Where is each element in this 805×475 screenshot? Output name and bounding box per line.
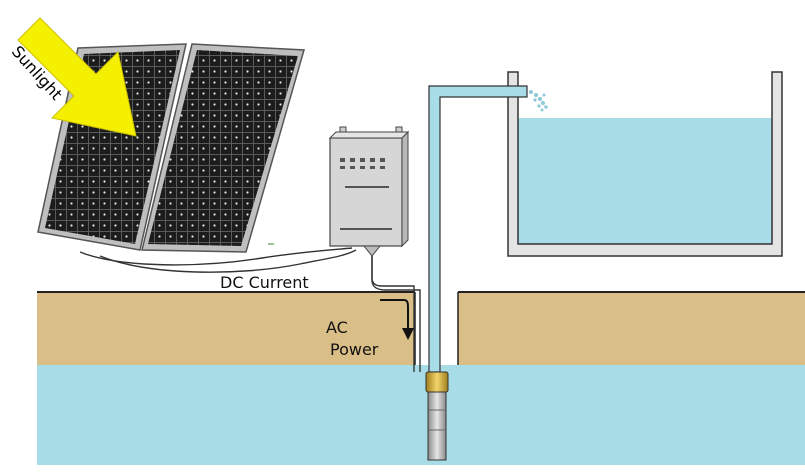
ac-power-label-line2: Power [330, 340, 379, 359]
dc-current-label: DC Current [220, 273, 309, 292]
sunlight-arrow [17, 17, 137, 137]
soil-left [37, 292, 415, 365]
ac-power-label-line1: AC [326, 318, 348, 337]
submersible-pump [425, 371, 449, 461]
groundwater [37, 365, 805, 465]
ac-power-arrow [380, 299, 414, 340]
pump-controller [328, 126, 410, 257]
solar-panel-right [141, 43, 305, 253]
soil-right [458, 292, 805, 365]
water-tank [507, 71, 783, 257]
cables [79, 247, 421, 372]
